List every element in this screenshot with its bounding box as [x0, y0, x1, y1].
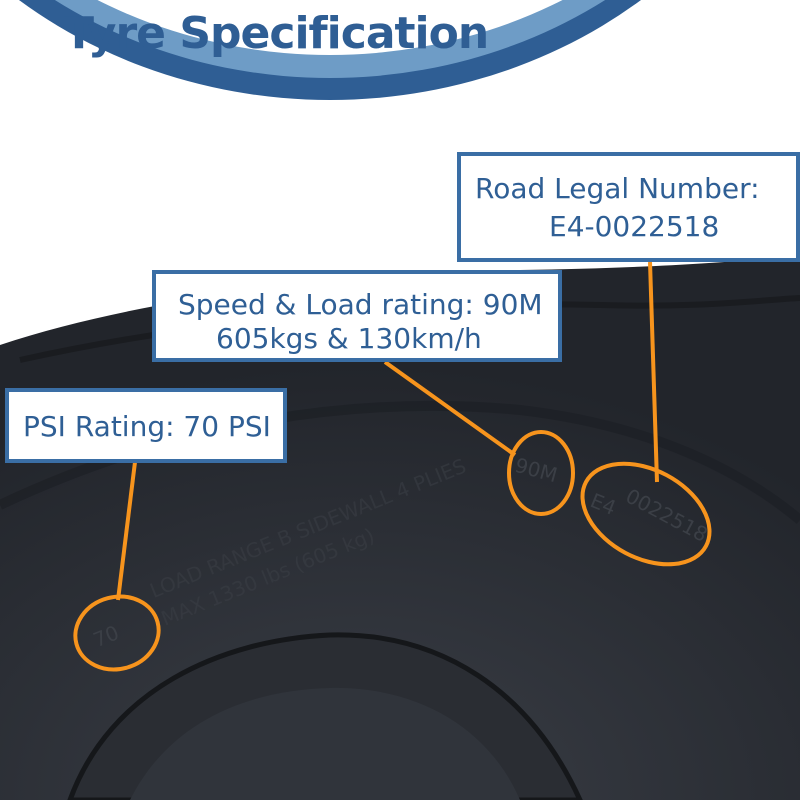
- psi-label: PSI Rating: 70 PSI: [23, 410, 271, 443]
- psi-highlight-circle: [73, 594, 161, 672]
- psi-leader-line: [116, 461, 137, 601]
- road-legal-value: E4-0022518: [549, 210, 720, 243]
- speed-highlight-circle: [507, 430, 575, 516]
- road-legal-highlight-circle: [580, 461, 712, 567]
- page-title: Tyre Specification: [64, 8, 489, 59]
- psi-callout: PSI Rating: 70 PSI: [5, 388, 287, 463]
- road-legal-label: Road Legal Number:: [475, 172, 760, 205]
- road-legal-leader-line: [648, 261, 659, 483]
- speed-leader-line: [383, 360, 517, 457]
- speed-load-callout: Speed & Load rating: 90M 605kgs & 130km/…: [152, 270, 562, 362]
- header-arc-white: [97, 0, 563, 55]
- speed-load-value: 605kgs & 130km/h: [216, 322, 482, 355]
- rim-inner: [130, 687, 520, 800]
- speed-load-label: Speed & Load rating: 90M: [178, 288, 543, 321]
- road-legal-callout: Road Legal Number: E4-0022518: [457, 152, 800, 262]
